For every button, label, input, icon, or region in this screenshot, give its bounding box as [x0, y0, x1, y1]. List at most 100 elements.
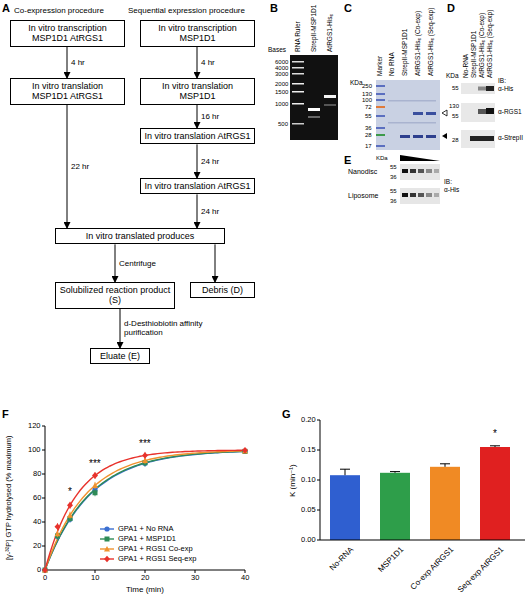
figure-label: AtRGS1-His₆ (Seq-exp) [486, 10, 493, 78]
data-marker [104, 526, 109, 531]
process-box: In vitro translated produces [55, 228, 225, 244]
flow-arrow [197, 194, 198, 228]
figure-label: 1500 [275, 89, 288, 96]
figure-label: Marker [376, 56, 383, 76]
agarose-gel [290, 55, 338, 140]
process-box: In vitro transcription MSP1D1 AtRGS1 [10, 20, 125, 47]
figure-label: 80 [33, 470, 41, 479]
western-blot [400, 155, 440, 204]
figure-label: 10 [91, 574, 99, 583]
data-marker [242, 447, 248, 453]
panel-letter: B [270, 2, 278, 15]
figure-label: AtRGS1-His₆ (Co-exp) [414, 11, 421, 76]
figure-label: 55 [452, 113, 459, 120]
figure-label: StrepII-MSP1D1 [401, 29, 408, 76]
figure-label: 100 [28, 446, 41, 455]
figure-label: Co-exp AtRGS1 [409, 545, 456, 592]
edge-label: 4 hr [201, 58, 215, 67]
process-box: Solubilized reaction product (S) [55, 282, 175, 309]
legend-text: GPA1 + RGS1 Seq-exp [118, 555, 196, 564]
data-marker [92, 482, 98, 488]
figure-label: StrepII-MSP1D1 [310, 5, 317, 52]
process-box: In vitro translation AtRGS1 [140, 178, 255, 194]
figure-label: Sequential expression procedure [128, 6, 245, 15]
figure-label: 1000 [275, 101, 288, 108]
figure-label: α-StrepII [498, 134, 523, 141]
box-text: Debris (D) [194, 285, 251, 295]
box-text: In vitro translation MSP1D1 [144, 81, 251, 102]
edge-label: 22 hr [71, 162, 89, 171]
data-marker [92, 472, 98, 478]
figure-label: Liposome [348, 192, 378, 200]
figure-label: 0.00 [301, 536, 316, 545]
figure-label: Time (min) [126, 585, 164, 594]
flow-arrow [67, 47, 68, 78]
figure-label: 72 [365, 104, 372, 111]
data-marker [105, 537, 110, 542]
figure-label: 55 [390, 164, 397, 171]
figure-label: 0.15 [301, 446, 316, 455]
fit-curve [45, 451, 245, 570]
data-marker [42, 567, 47, 572]
figure-label: Bases [268, 46, 286, 53]
figure-label: 55 [452, 85, 459, 92]
figure-label: AtRGS1-His₆ (Co-exp) [478, 13, 485, 78]
data-marker [104, 546, 110, 552]
figure-label: KDa [376, 155, 388, 162]
figure-label: Nanodisc [348, 168, 377, 176]
data-marker [67, 512, 73, 518]
figure-label: No RNA [388, 52, 395, 76]
figure-label: 100 [362, 97, 372, 104]
figure-label: KDa [446, 72, 459, 79]
figure-label: 500 [278, 121, 288, 128]
figure-label: * [68, 486, 72, 498]
figure-label: α-His [444, 186, 459, 193]
data-marker [42, 567, 48, 573]
figure-label: 130 [449, 103, 459, 110]
legend-text: GPA1 + MSP1D1 [118, 535, 176, 544]
figure-label: Co-expression procedure [14, 6, 104, 15]
data-marker [43, 568, 48, 573]
figure-label: StrepII-MSP1D1 [470, 31, 477, 78]
figure-label: 60 [33, 494, 41, 503]
figure-label: 120 [28, 422, 41, 431]
figure-label: 36 [390, 198, 397, 205]
chart-axes [42, 426, 245, 573]
flow-arrow [120, 309, 121, 348]
process-box: In vitro translation MSP1D1 [140, 78, 255, 105]
sds-page-gel [376, 80, 447, 150]
panel-letter: C [344, 2, 352, 15]
figure-label: 40 [33, 518, 41, 527]
figure-label: 28 [365, 132, 372, 139]
flow-arrow [215, 244, 216, 282]
figure-label: 0 [43, 574, 47, 583]
figure-label: 0.05 [301, 506, 316, 515]
box-text: In vitro translation AtRGS1 [144, 181, 251, 191]
edge-label: 16 hr [201, 112, 219, 121]
line-plot [42, 447, 248, 573]
bar-chart [317, 420, 525, 540]
data-marker [55, 531, 61, 537]
figure-label: 0.10 [301, 476, 316, 485]
box-text: In vitro transcription MSP1D1 AtRGS1 [14, 23, 121, 44]
data-marker [142, 452, 148, 458]
panel-letter: E [344, 154, 351, 167]
figure-label: 20 [33, 542, 41, 551]
box-text: In vitro translation AtRGS1 [144, 131, 251, 141]
figure-label: 6000 [275, 59, 288, 66]
figure-label: No-RNA [462, 54, 469, 78]
figure-label: 0 [37, 566, 41, 575]
data-marker [104, 556, 110, 562]
figure-label: Seq-exp AtRGS1 [456, 545, 506, 595]
figure-label: No-RNA [328, 545, 356, 573]
process-box: Eluate (E) [90, 348, 150, 364]
figure-label: 2000 [275, 81, 288, 88]
figure-label: MSP1D1 [376, 545, 405, 574]
figure-label: 17 [365, 143, 372, 150]
figure-label: 0.20 [301, 416, 316, 425]
figure-label: α-His [498, 85, 513, 92]
box-text: Solubilized reaction product (S) [59, 285, 171, 306]
figure-label: AtRGS1-His₆ [326, 14, 333, 52]
box-text: In vitro transcription MSP1D1 [144, 23, 251, 44]
box-text: Eluate (E) [94, 351, 146, 361]
